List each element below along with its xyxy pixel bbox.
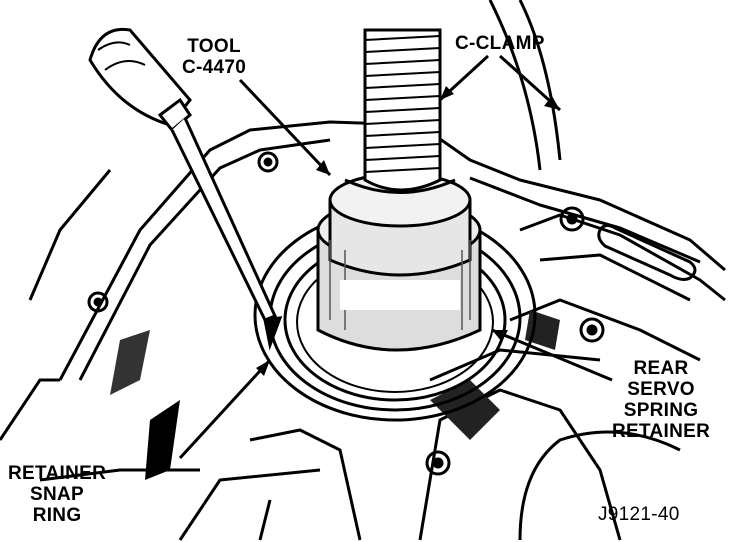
bolt-holes (87, 151, 605, 476)
retainer-snap-line2: SNAP (30, 484, 85, 505)
arrowheads (256, 86, 560, 376)
retainer-snap-ring-label: RETAINER SNAP RING (8, 463, 106, 526)
tool-label-line2: C-4470 (182, 57, 247, 78)
tool-label: TOOL C-4470 (182, 36, 246, 78)
rear-servo-line3: SPRING (623, 400, 699, 421)
tool-label-line1: TOOL (187, 36, 241, 57)
case-shading (110, 310, 560, 480)
c-clamp-screw (363, 28, 442, 192)
figure-id: J9121-40 (598, 504, 680, 525)
leader-lines (178, 54, 613, 460)
tool-c-4470 (316, 172, 482, 352)
rear-servo-line4: RETAINER (612, 421, 711, 442)
rear-servo-line1: REAR (633, 358, 689, 379)
screwdriver (88, 27, 283, 351)
retainer-snap-line3: RING (32, 505, 82, 526)
c-clamp-label: C-CLAMP (455, 33, 545, 54)
retainer-snap-line1: RETAINER (8, 463, 107, 484)
rear-servo-label: REAR SERVO SPRING RETAINER (612, 358, 710, 442)
rear-servo-line2: SERVO (627, 379, 695, 400)
